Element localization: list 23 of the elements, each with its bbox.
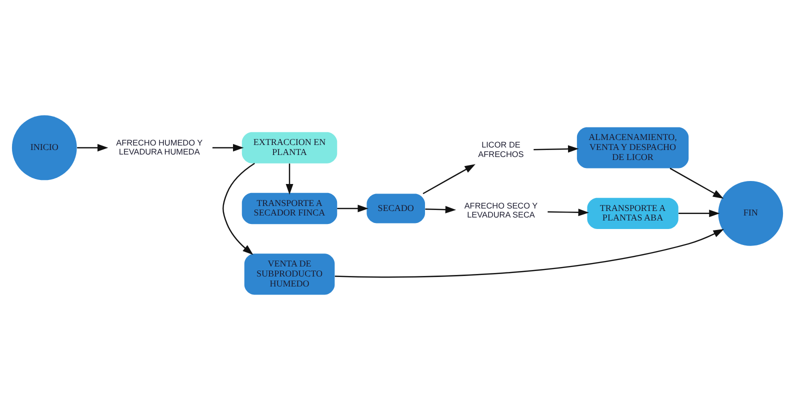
arrow bbox=[337, 204, 368, 212]
arrow bbox=[670, 168, 724, 199]
arrow bbox=[222, 162, 255, 255]
node-circle: FIN bbox=[718, 180, 784, 246]
arrow bbox=[286, 164, 294, 195]
arrow bbox=[425, 206, 456, 214]
node-text: LICOR DE AFRECHOS bbox=[478, 140, 524, 159]
node-box: TRANSPORTE A SECADOR FINCA bbox=[242, 192, 338, 224]
arrow bbox=[212, 144, 244, 152]
arrow bbox=[534, 145, 579, 153]
node-box: VENTA DE SUBPRODUCTO HUMEDO bbox=[244, 254, 335, 295]
node-box: ALMACENAMIENTO, VENTA Y DESPACHO DE LICOR bbox=[576, 127, 689, 168]
node-box: TRANSPORTE A PLANTAS ABA bbox=[587, 198, 678, 230]
arrow bbox=[678, 210, 720, 218]
arrow bbox=[77, 144, 108, 152]
node-text: AFRECHO HUMEDO Y LEVADURA HUMEDA bbox=[116, 138, 203, 156]
arrow bbox=[548, 208, 589, 216]
node-circle: INICIO bbox=[12, 115, 77, 180]
node-box: SECADO bbox=[366, 194, 425, 224]
node-text: AFRECHO SECO Y LEVADURA SECA bbox=[464, 201, 538, 220]
arrow bbox=[422, 164, 476, 194]
arrow bbox=[334, 229, 724, 278]
node-box: EXTRACCION EN PLANTA bbox=[242, 132, 338, 164]
